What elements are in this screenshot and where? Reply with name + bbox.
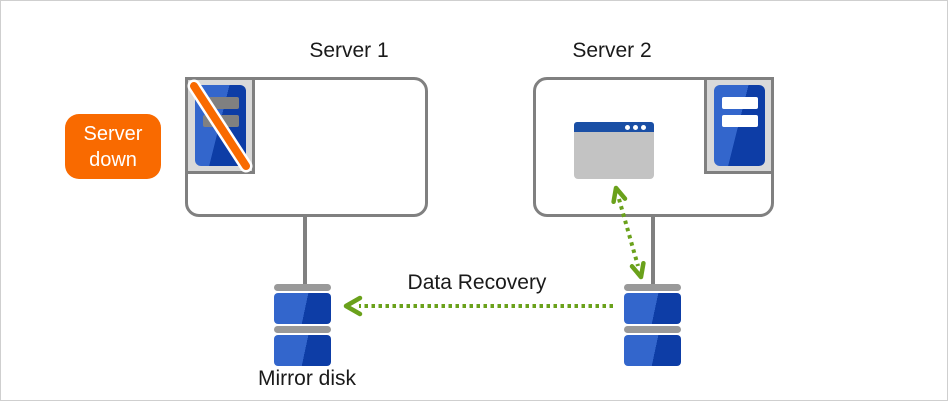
window-dot-icon — [641, 124, 646, 130]
server2-disk-connector — [651, 214, 655, 287]
server1-title: Server 1 — [309, 39, 389, 62]
server-down-icon — [185, 77, 255, 174]
disk-cap — [274, 284, 331, 291]
disk-platter — [274, 335, 331, 366]
app-window-icon — [574, 122, 654, 179]
window-dot-icon — [633, 124, 638, 130]
app-window-titlebar — [574, 122, 654, 132]
disk-platter — [624, 335, 681, 366]
window-dot-icon — [625, 124, 630, 130]
disk-cap — [624, 326, 681, 333]
server2-title: Server 2 — [572, 39, 652, 62]
badge-line-2: down — [89, 148, 137, 171]
data-recovery-label: Data Recovery — [407, 271, 547, 294]
app-window-body — [574, 132, 654, 179]
mirror-disk-label: Mirror disk — [258, 367, 356, 390]
disk-cap — [274, 326, 331, 333]
disk-platter — [624, 293, 681, 324]
badge-line-1: Server — [83, 122, 143, 145]
server-up-icon — [704, 77, 774, 174]
mirror-disk-right-icon — [624, 284, 681, 368]
server1-disk-connector — [303, 214, 307, 287]
disk-platter — [274, 293, 331, 324]
disk-cap — [624, 284, 681, 291]
data-recovery-arrow — [343, 295, 613, 317]
mirror-disk-left-icon — [274, 284, 331, 368]
server-down-badge: Server down — [65, 114, 161, 179]
